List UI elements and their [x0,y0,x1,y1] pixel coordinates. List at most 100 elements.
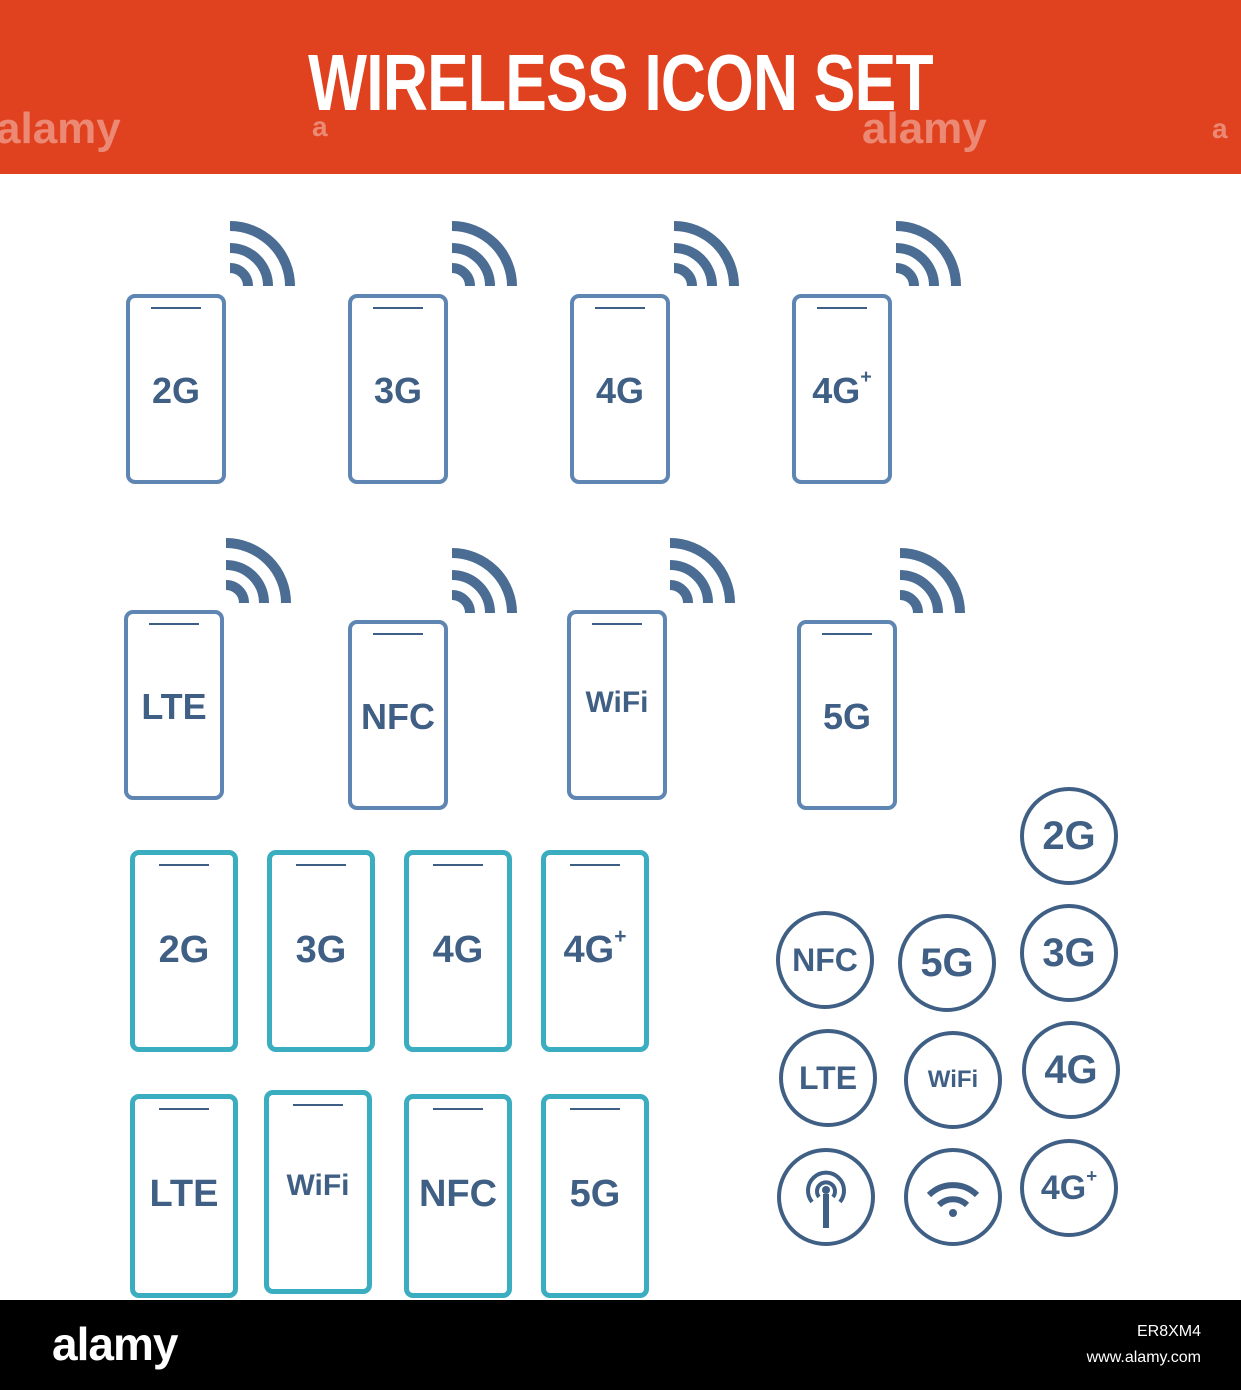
network-label-text: 5G [822,696,872,737]
badge-3g-icon: 3G [1020,904,1118,1002]
signal-wave-arc [451,590,475,614]
network-label-text: 5G [569,1173,621,1215]
network-label-text: LTE [141,686,207,727]
title-banner: alamy alamy a a WIRELESS ICON SET [0,0,1241,174]
network-label-text: 2G [151,370,201,411]
badge-label-text: 5G [920,940,974,985]
badge-2g-icon: 2G [1020,787,1118,885]
phone-5g-icon: 5G [541,1094,649,1298]
phone-4g--icon: 4G+ [541,850,649,1052]
watermark: alamy [0,104,121,153]
network-label-text: WiFi [286,1169,350,1202]
page-title: WIRELESS ICON SET [308,38,933,127]
signal-wave-arc [225,560,269,604]
network-label: LTE [128,686,220,728]
phone-speaker [373,307,423,309]
site-url: www.alamy.com [1086,1349,1201,1366]
badge-label-text: NFC [792,941,858,978]
antenna-icon [806,1170,846,1228]
watermark: a [312,111,328,142]
badge-label: 4G+ [1041,1165,1097,1208]
network-label-text: LTE [149,1173,219,1215]
signal-wave-arc [229,243,273,287]
phone-speaker [592,623,642,625]
badge-label: 3G [1042,931,1095,976]
footer-bar: alamy ER8XM4 www.alamy.com [0,1300,1241,1390]
badge-label-text: LTE [798,1059,858,1096]
signal-wave-arc [225,538,291,604]
signal-wave-arc [899,570,943,614]
wifi-icon [926,1182,980,1217]
network-label-text: WiFi [585,686,649,719]
signal-waves-icon [895,221,961,287]
phone-speaker [822,633,872,635]
phone-speaker [595,307,645,309]
signal-waves-icon [673,221,739,287]
phone-wifi-icon: WiFi [264,1090,372,1294]
phone-5g-icon: 5G [797,620,897,810]
wifi-badge [904,1148,1002,1246]
signal-wave-arc [451,243,495,287]
network-label: 3G [272,929,370,972]
badge-label: NFC [792,942,858,979]
network-label-text: 4G [563,929,615,971]
phone-speaker [433,864,483,866]
antenna-badge [777,1148,875,1246]
phone-speaker [817,307,867,309]
phone-speaker [373,633,423,635]
phone-nfc-icon: NFC [404,1094,512,1298]
badge-label: 4G [1044,1048,1097,1093]
phone-2g-icon: 2G [130,850,238,1052]
signal-wave-arc [229,263,253,287]
signal-wave-arc [669,538,735,604]
phone-3g-icon: 3G [348,294,448,484]
phone-speaker [570,864,620,866]
signal-waves-icon [451,548,517,614]
signal-waves-icon [229,221,295,287]
signal-waves-icon [669,538,735,604]
network-label: NFC [352,696,444,738]
signal-wave-arc [895,221,961,287]
network-label: 2G [135,929,233,972]
phone-wifi-icon: WiFi [567,610,667,800]
phone-speaker [296,864,346,866]
signal-wave-arc [895,243,939,287]
signal-wave-arc [225,580,249,604]
network-label: NFC [409,1173,507,1216]
badge-wifi-icon: WiFi [904,1031,1002,1129]
signal-wave-arc [899,548,965,614]
network-label: 3G [352,370,444,412]
phone-speaker [151,307,201,309]
alamy-logo: alamy [52,1318,178,1370]
plus-superscript: + [860,366,872,388]
phone-speaker [433,1108,483,1110]
network-label: 2G [130,370,222,412]
signal-wave-arc [899,590,923,614]
phone-4g-icon: 4G [570,294,670,484]
badge-5g-icon: 5G [898,914,996,1012]
network-label-text: 3G [373,370,423,411]
phone-speaker [149,623,199,625]
network-label-text: NFC [361,696,435,737]
badge-label: 5G [920,941,973,986]
plus-superscript: + [614,925,627,948]
signal-waves-icon [899,548,965,614]
phone-lte-icon: LTE [130,1094,238,1298]
signal-wave-arc [229,221,295,287]
phone-nfc-icon: NFC [348,620,448,810]
badge-label: WiFi [928,1066,978,1094]
network-label-text: 4G [812,370,861,411]
phone-speaker [159,864,209,866]
network-label-text: 2G [158,929,210,971]
badge-label-text: 3G [1042,930,1096,975]
phone-speaker [159,1108,209,1110]
network-label: WiFi [571,686,663,720]
network-label-text: 3G [295,929,347,971]
badge-4g--icon: 4G+ [1020,1139,1118,1237]
badge-label: 2G [1042,814,1095,859]
signal-waves-icon [225,538,291,604]
phone-4g-icon: 4G [404,850,512,1052]
badge-nfc-icon: NFC [776,911,874,1009]
signal-wave-arc [895,263,919,287]
badge-label-text: 4G [1044,1047,1098,1092]
